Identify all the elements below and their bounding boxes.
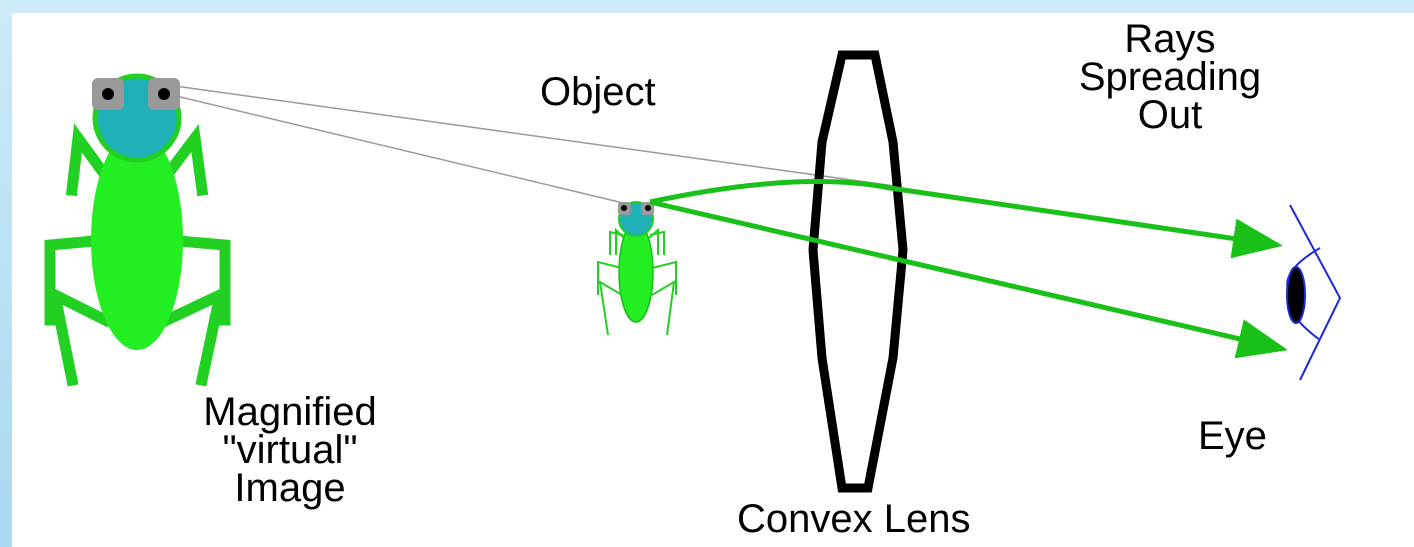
magnified-bug-legs [44, 123, 231, 387]
lens-label: Convex Lens [737, 497, 971, 541]
eye-icon [1286, 204, 1342, 381]
rays-label-line-2: Spreading [1078, 55, 1262, 99]
object-bug-legs [597, 227, 677, 336]
construction-line-lower [171, 94, 641, 208]
magnified-label-line-2: "virtual" [222, 428, 358, 472]
magnified-image-label: Magnified "virtual" Image [170, 390, 410, 510]
construction-lines [171, 85, 896, 208]
construction-line-upper [174, 85, 896, 187]
rays-label-line-1: Rays [1124, 17, 1216, 61]
magnified-bug [44, 73, 231, 387]
magnified-bug-body [91, 130, 183, 350]
diagram-panel [12, 13, 1414, 547]
magnified-label-line-3: Image [234, 466, 346, 510]
eye-label: Eye [1198, 414, 1267, 458]
magnified-label-line-1: Magnified [203, 390, 377, 434]
convex-lens [808, 50, 908, 493]
object-bug [597, 201, 677, 336]
rays-label-line-3: Out [1137, 93, 1203, 137]
eye-pupil [1286, 266, 1306, 324]
ray-lower [649, 199, 1288, 359]
rays-label: Rays Spreading Out [1060, 17, 1280, 137]
ray-upper [649, 179, 1283, 259]
object-label: Object [540, 70, 656, 114]
rays [649, 179, 1288, 359]
